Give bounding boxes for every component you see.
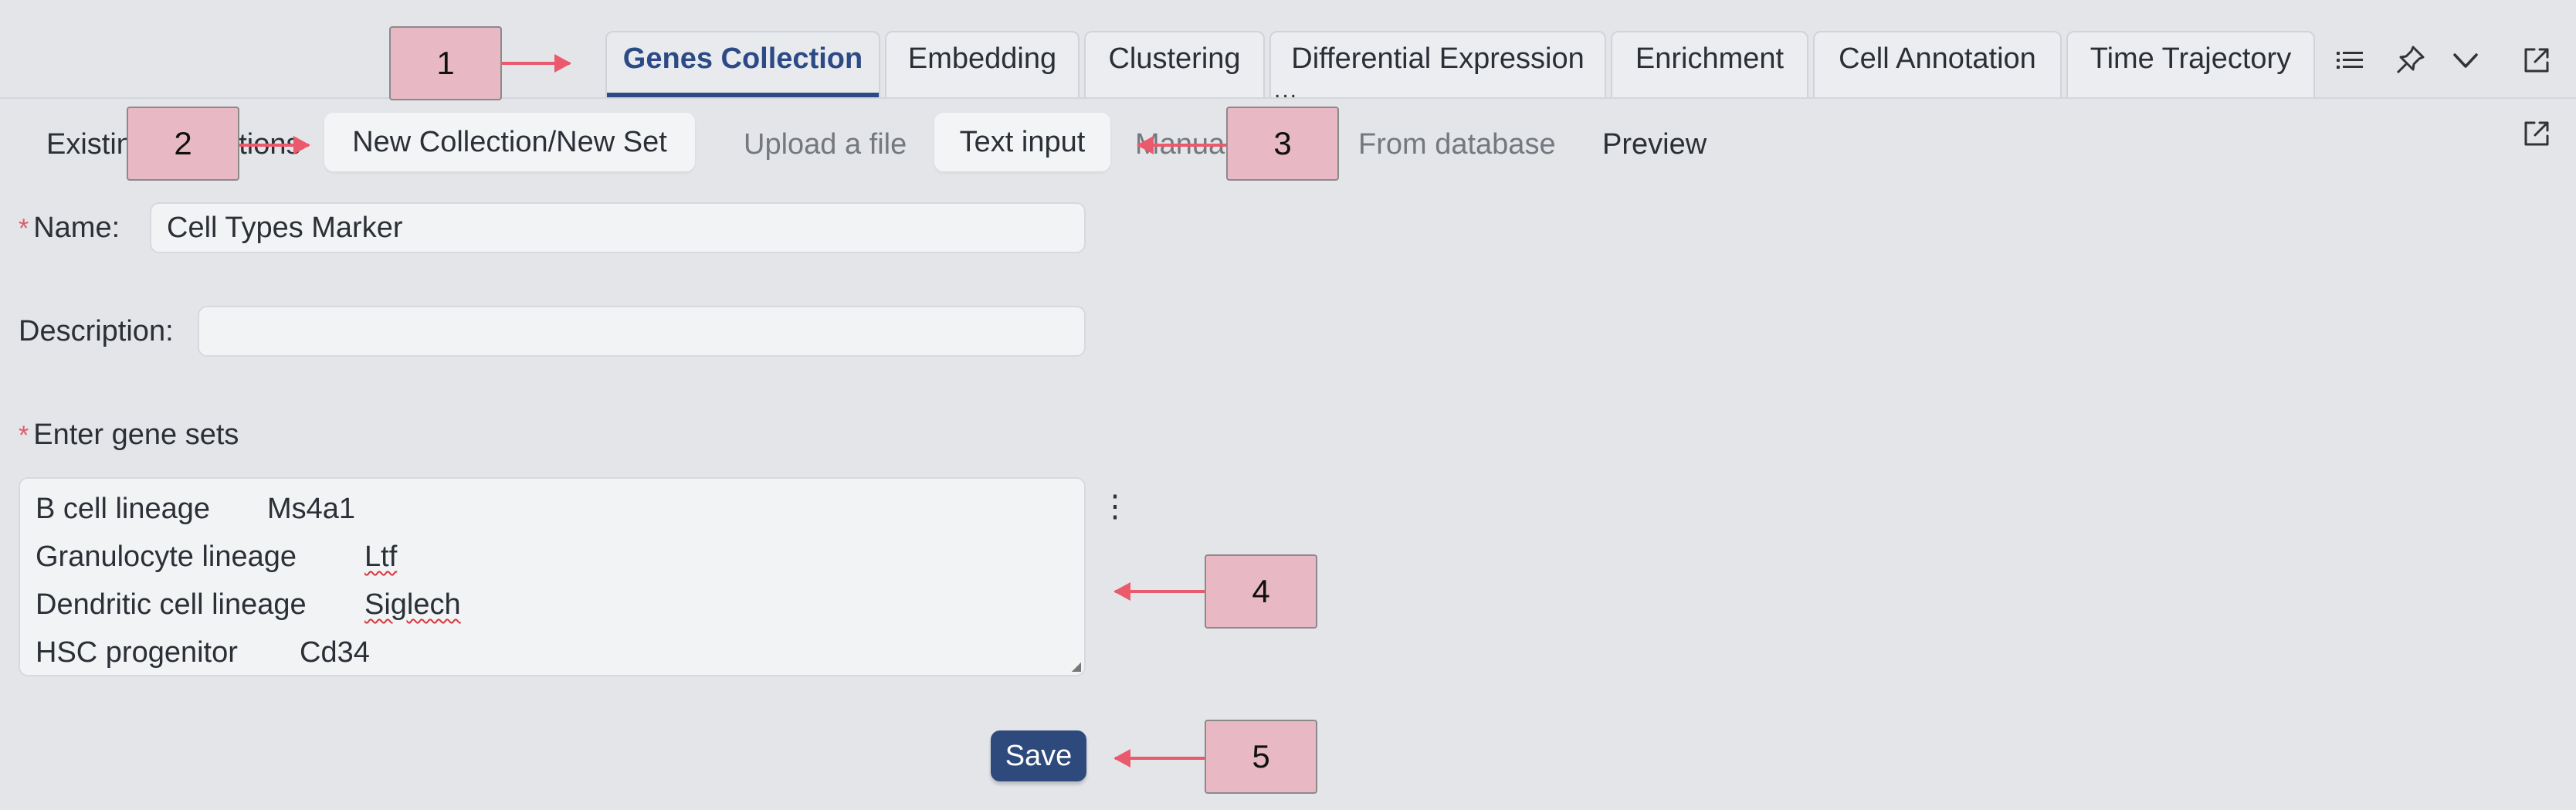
gene-set-marker: Cd34 — [300, 636, 370, 669]
tab-genes-collection[interactable]: Genes Collection — [605, 31, 880, 97]
callout-arrow — [1113, 749, 1205, 768]
gene-set-marker: Ms4a1 — [267, 493, 356, 525]
callout-2: 2 — [127, 107, 239, 181]
callout-arrow — [1137, 136, 1226, 154]
gene-sets-label-text: Enter gene sets — [33, 419, 239, 451]
tab-cell-annotation[interactable]: Cell Annotation — [1813, 31, 2062, 97]
callout-arrow — [1113, 582, 1205, 601]
label-colon: : — [111, 212, 120, 244]
required-mark: * — [19, 214, 29, 243]
gene-sets-textarea[interactable]: B cell lineage Ms4a1 Granulocyte lineage L… — [19, 477, 1086, 676]
tab-label: Cell Annotation — [1839, 42, 2036, 75]
gene-set-marker: Ltf — [364, 541, 398, 573]
gene-set-name: Granulocyte lineage — [36, 541, 297, 573]
required-mark: * — [19, 421, 29, 450]
tab-label: Clustering — [1108, 42, 1241, 75]
tab-enrichment[interactable]: Enrichment — [1611, 31, 1808, 97]
tab-differential-expression[interactable]: Differential Expression — [1269, 31, 1606, 97]
subtab-label: New Collection/New Set — [352, 126, 667, 158]
subtab-upload-file[interactable]: Upload a file — [744, 128, 907, 161]
gene-set-row: B cell lineage Ms4a1 — [36, 485, 1069, 533]
subtab-text-input[interactable]: Text input — [934, 113, 1110, 171]
kebab-menu-icon[interactable]: ⋮ — [1100, 490, 1130, 524]
callout-arrow — [502, 54, 571, 73]
tab-label: Embedding — [907, 42, 1057, 75]
label-colon: : — [165, 315, 174, 347]
subtab-new-collection[interactable]: New Collection/New Set — [324, 113, 695, 171]
external-link-icon[interactable] — [2519, 116, 2554, 151]
description-input[interactable] — [198, 306, 1086, 357]
name-label-text: Name — [33, 212, 112, 244]
gene-set-marker: Siglech — [364, 588, 461, 621]
tab-clustering[interactable]: Clustering — [1084, 31, 1265, 97]
gene-set-name: HSC progenitor — [36, 636, 238, 669]
tab-overflow-indicator[interactable]: ... — [1274, 77, 1299, 103]
tab-label: Genes Collection — [622, 42, 863, 75]
callout-1: 1 — [389, 26, 502, 100]
active-tab-indicator — [607, 93, 879, 97]
gene-set-row: HSC progenitor Cd34 — [36, 629, 1069, 676]
chevron-down-icon[interactable] — [2448, 42, 2483, 78]
tab-time-trajectory[interactable]: Time Trajectory — [2066, 31, 2315, 97]
subtab-preview[interactable]: Preview — [1602, 128, 1707, 161]
callout-3: 3 — [1226, 107, 1339, 181]
gene-set-name: B cell lineage — [36, 493, 211, 525]
pin-icon[interactable] — [2392, 42, 2428, 78]
description-label-text: Description — [19, 315, 166, 347]
subtab-from-database[interactable]: From database — [1358, 128, 1556, 161]
description-label: Description: — [19, 313, 174, 349]
tab-label: Differential Expression — [1291, 42, 1585, 75]
gene-set-row: Granulocyte lineage Ltf — [36, 533, 1069, 581]
name-input[interactable] — [150, 202, 1086, 253]
resize-handle-icon[interactable]: ◢ — [1071, 660, 1081, 673]
tab-embedding[interactable]: Embedding — [885, 31, 1080, 97]
tab-label: Time Trajectory — [2090, 42, 2292, 75]
callout-arrow — [239, 136, 310, 154]
subtab-label: Text input — [959, 126, 1086, 158]
gene-set-row: Dendritic cell lineage Siglech — [36, 581, 1069, 629]
callout-4: 4 — [1205, 554, 1317, 629]
save-button[interactable]: Save — [991, 730, 1086, 781]
list-icon[interactable] — [2332, 42, 2368, 78]
callout-5: 5 — [1205, 720, 1317, 794]
gene-set-name: Dendritic cell lineage — [36, 588, 307, 621]
gene-sets-label: *Enter gene sets — [19, 417, 239, 453]
tab-label: Enrichment — [1635, 42, 1785, 75]
name-label: *Name: — [19, 210, 120, 246]
external-link-icon[interactable] — [2519, 42, 2554, 78]
tab-bar-divider — [0, 97, 2576, 99]
